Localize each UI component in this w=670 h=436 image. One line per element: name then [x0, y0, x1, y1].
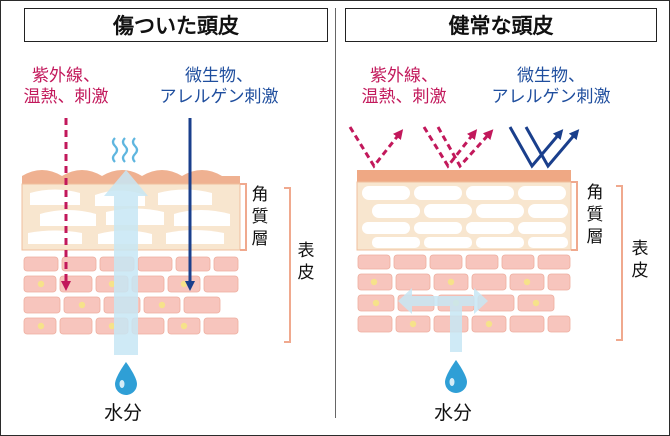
right-water-label: 水分: [434, 402, 473, 424]
left-cell-nuclei: [37, 280, 188, 330]
left-microbe-label: 微生物、 アレルゲン刺激: [146, 66, 292, 108]
left-epidermis-char-1: 表: [297, 241, 315, 261]
evaporation-wave-3: [131, 137, 139, 163]
left-microbe-label-line1: 微生物、: [185, 66, 253, 86]
evaporation-wave-1: [111, 137, 119, 163]
right-water-droplet-icon: [445, 360, 467, 393]
left-microbe-label-line2: アレルゲン刺激: [159, 87, 279, 107]
right-stratum-bracket: [571, 181, 578, 251]
right-microbe-label-line2: アレルゲン刺激: [491, 87, 611, 107]
healthy-scalp-title: 健常な頭皮: [345, 8, 657, 42]
right-microbe-label-line1: 微生物、: [517, 66, 585, 86]
left-epidermis-bracket: [284, 187, 291, 343]
right-uv-label-line2: 温熱、刺激: [361, 87, 447, 107]
right-stratum-corneum-label: 角 質 層: [585, 182, 605, 248]
right-microbe-label: 微生物、 アレルゲン刺激: [478, 66, 624, 108]
left-stratum-bracket: [240, 183, 247, 251]
right-epidermis-label: 表 皮: [630, 238, 650, 282]
right-epidermis-bracket: [616, 185, 623, 341]
left-epidermis-char-2: 皮: [297, 263, 315, 283]
right-skin-layers: [356, 170, 572, 333]
left-epidermis-label: 表 皮: [296, 240, 316, 284]
right-stratum-char-2: 質: [586, 205, 604, 225]
right-stratum-char-3: 層: [586, 227, 604, 247]
right-stratum-top-layer: [357, 170, 571, 182]
right-water-retention-arrow: [398, 288, 488, 352]
left-water-label: 水分: [104, 402, 143, 424]
right-epidermis-cells: [357, 254, 571, 333]
left-water-loss-arrow: [104, 137, 148, 355]
left-stratum-char-1: 角: [251, 185, 269, 205]
right-stratum-cells: [362, 186, 568, 248]
right-uv-label: 紫外線、 温熱、刺激: [352, 66, 456, 108]
right-stratum-char-1: 角: [586, 183, 604, 203]
left-water-droplet-icon: [115, 362, 137, 395]
right-epidermis-char-1: 表: [631, 239, 649, 259]
right-microbe-deflected-arrows: [508, 126, 580, 169]
damaged-scalp-title: 傷ついた頭皮: [24, 8, 328, 42]
right-uv-deflected-arrows: [348, 126, 494, 169]
left-uv-label: 紫外線、 温熱、刺激: [14, 66, 118, 108]
panel-divider: [335, 8, 336, 418]
evaporation-wave-2: [121, 137, 129, 163]
left-uv-label-line2: 温熱、刺激: [23, 87, 109, 107]
right-uv-label-line1: 紫外線、: [370, 66, 438, 86]
right-epidermis-char-2: 皮: [631, 261, 649, 281]
left-stratum-char-3: 層: [251, 229, 269, 249]
left-stratum-corneum-label: 角 質 層: [250, 184, 270, 250]
left-stratum-char-2: 質: [251, 207, 269, 227]
left-stratum-cells: [28, 189, 230, 244]
left-uv-label-line1: 紫外線、: [32, 66, 100, 86]
